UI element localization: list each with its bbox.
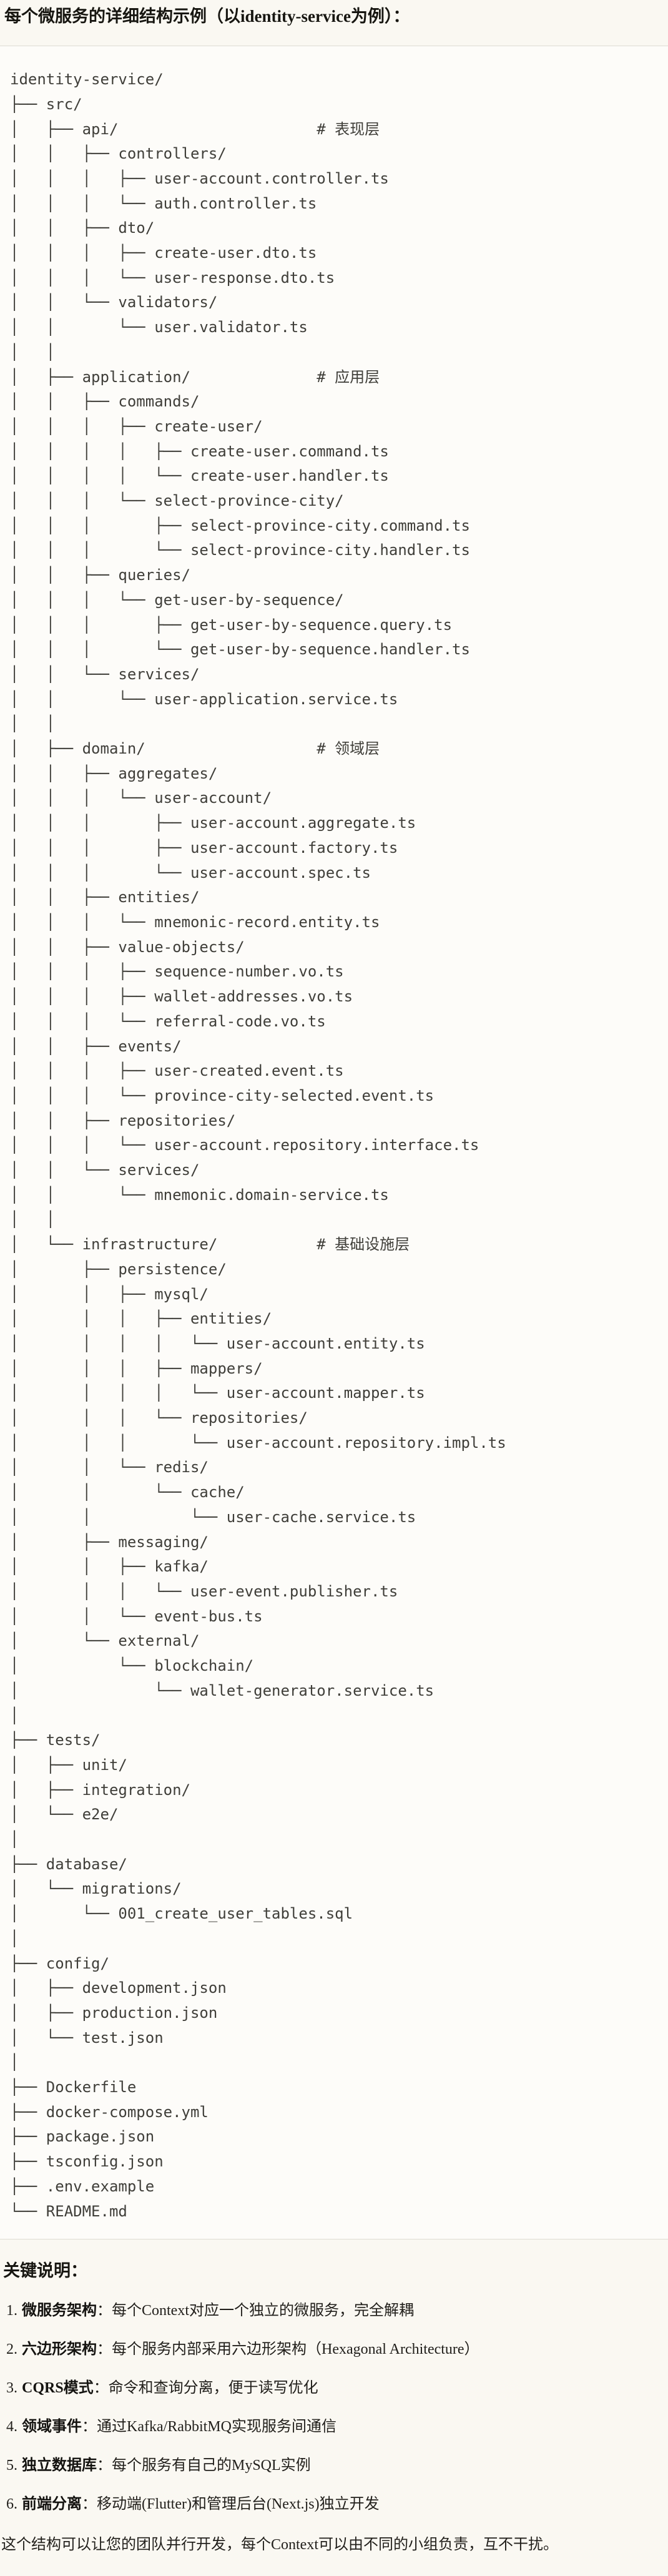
note-term: CQRS模式 [22, 2380, 94, 2397]
page-title: 每个微服务的详细结构示例（以identity-service为例）： [4, 7, 410, 26]
note-item-microservice: 1. 微服务架构：每个Context对应一个独立的微服务，完全解耦 [6, 2299, 668, 2322]
closing-paragraph: 这个结构可以让您的团队并行开发，每个Context可以由不同的小组负责，互不干扰… [1, 2537, 558, 2554]
note-desc: ：移动端(Flutter)和管理后台(Next.js)独立开发 [82, 2496, 380, 2513]
note-item-independent-db: 5. 独立数据库：每个服务有自己的MySQL实例 [6, 2454, 668, 2477]
directory-tree-code-block: identity-service/ ├── src/ │ ├── api/ # … [0, 46, 668, 2240]
note-term: 领域事件 [22, 2419, 82, 2436]
note-term: 独立数据库 [22, 2457, 97, 2474]
note-desc: ：每个服务内部采用六边形架构（Hexagonal Architecture） [97, 2341, 479, 2358]
note-desc: ：通过Kafka/RabbitMQ实现服务间通信 [82, 2419, 336, 2436]
note-item-frontend-separation: 6. 前端分离：移动端(Flutter)和管理后台(Next.js)独立开发 [6, 2493, 668, 2515]
note-number: 4. [6, 2419, 17, 2436]
note-desc: ：命令和查询分离，便于读写优化 [93, 2380, 318, 2397]
note-number: 6. [6, 2496, 17, 2513]
note-item-hexagonal: 2. 六边形架构：每个服务内部采用六边形架构（Hexagonal Architec… [6, 2338, 668, 2361]
note-number: 1. [6, 2303, 17, 2319]
directory-tree: identity-service/ ├── src/ │ ├── api/ # … [10, 71, 506, 2220]
notes-heading: 关键说明： [3, 2261, 87, 2281]
note-number: 3. [6, 2380, 17, 2397]
notes-list: 1. 微服务架构：每个Context对应一个独立的微服务，完全解耦 2. 六边形架构… [6, 2299, 668, 2515]
note-term: 六边形架构 [22, 2341, 97, 2358]
note-desc: ：每个Context对应一个独立的微服务，完全解耦 [97, 2303, 414, 2319]
note-number: 2. [6, 2341, 17, 2358]
note-term: 微服务架构 [22, 2303, 97, 2319]
note-item-domain-events: 4. 领域事件：通过Kafka/RabbitMQ实现服务间通信 [6, 2416, 668, 2438]
note-term: 前端分离 [22, 2496, 82, 2513]
note-desc: ：每个服务有自己的MySQL实例 [97, 2457, 311, 2474]
note-item-cqrs: 3. CQRS模式：命令和查询分离，便于读写优化 [6, 2377, 668, 2399]
note-number: 5. [6, 2457, 17, 2474]
